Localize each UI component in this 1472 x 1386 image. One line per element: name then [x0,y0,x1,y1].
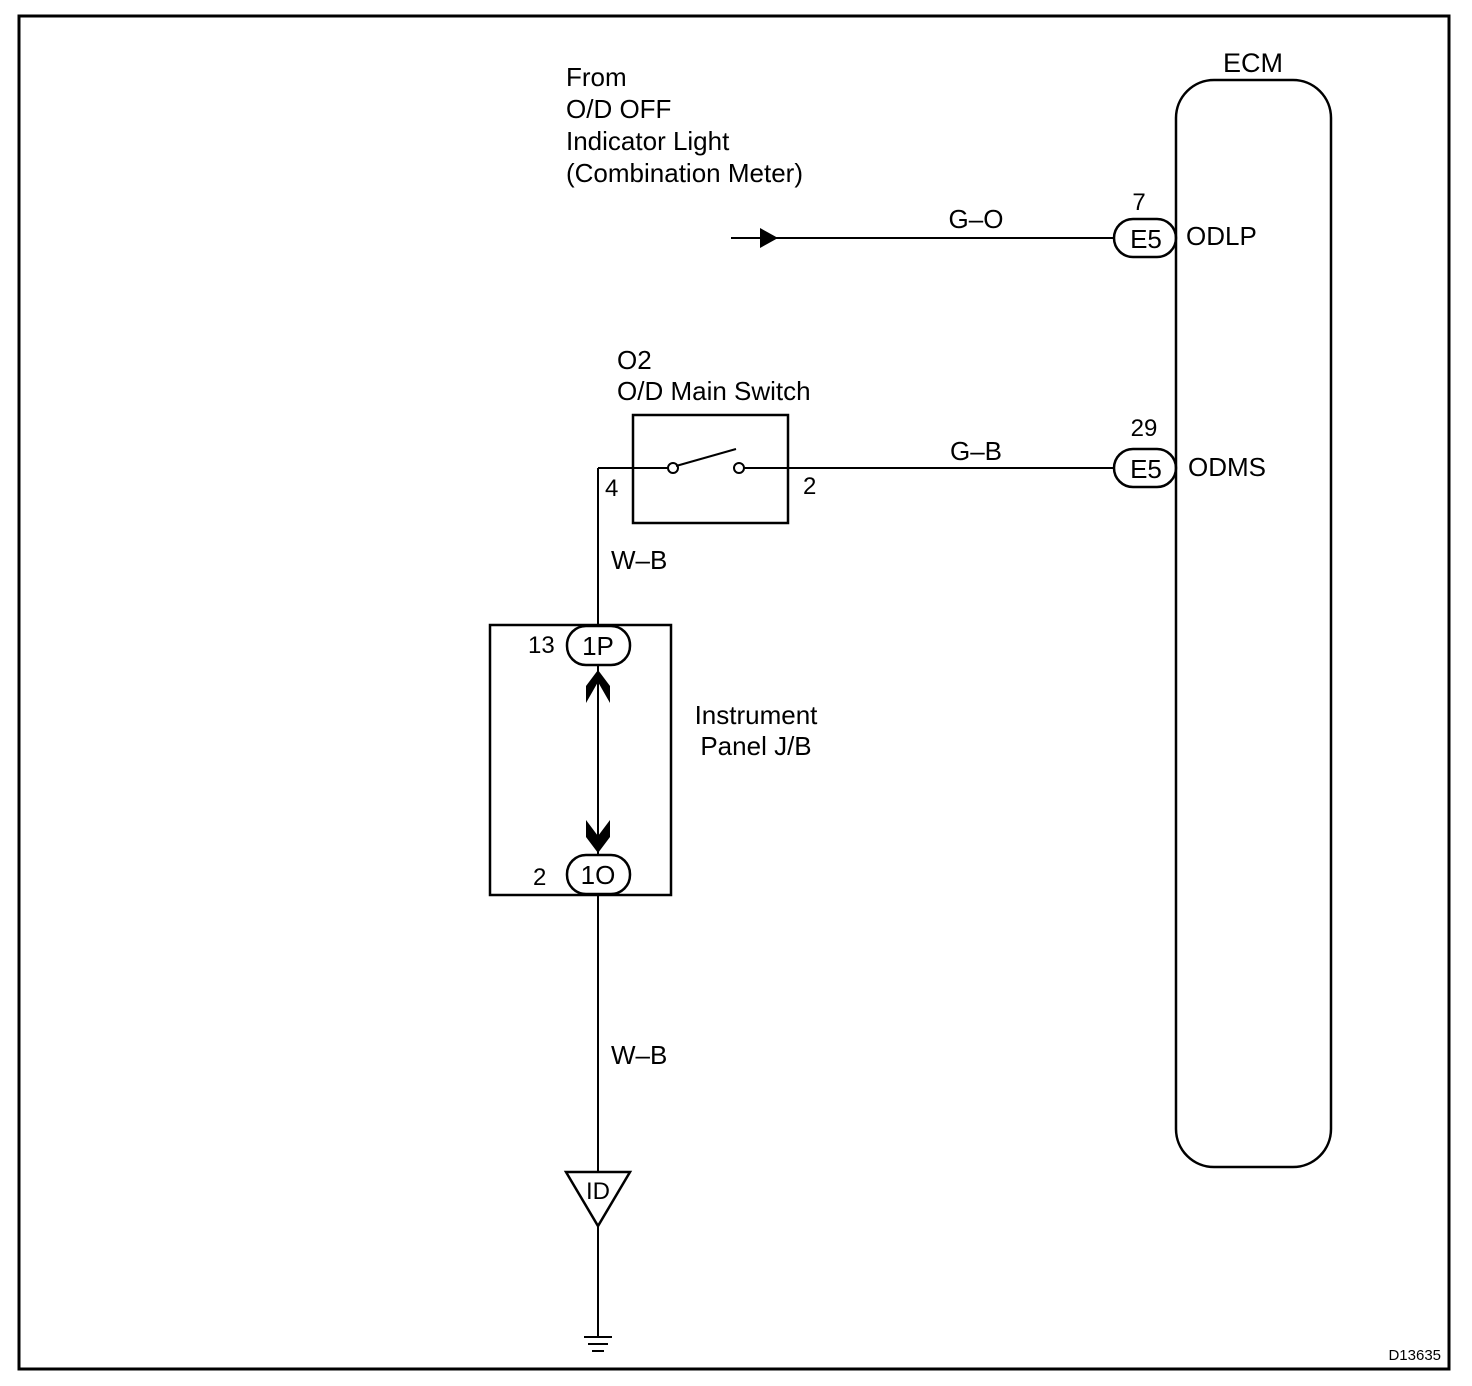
source-line-4: (Combination Meter) [566,158,803,188]
junction-box-label-line2: Panel J/B [700,731,811,761]
source-line-2: O/D OFF [566,94,671,124]
junction-box [488,623,673,897]
pin-number-7: 7 [1132,189,1145,216]
connector-e5-pin29 [1112,447,1178,489]
chevron-up-icon [586,670,610,703]
junction-box-label-line1: Instrument [695,700,819,730]
connector-e5-pin29-label: E5 [1130,454,1162,484]
connector-1p-label: 1P [582,631,614,661]
switch-contact-right [733,462,745,474]
wire-wb-upper-label: W–B [611,545,667,575]
connector-e5-pin7-label: E5 [1130,224,1162,254]
wire-arrow-icon [760,228,778,248]
ground-point-label: ID [586,1178,610,1205]
source-line-3: Indicator Light [566,126,730,156]
wire-wb-lower-label: W–B [611,1040,667,1070]
switch-terminal-4: 4 [605,475,618,502]
terminal-odms: ODMS [1188,452,1266,482]
wire-gb-label: G–B [950,436,1002,466]
connector-e5-pin7 [1112,217,1178,259]
figure-code: D13635 [1388,1347,1441,1364]
earth-ground-icon [584,1336,612,1352]
pin-number-29: 29 [1131,415,1158,442]
ecm-box [1174,78,1333,1169]
pin-number-2: 2 [533,864,546,891]
switch-blade [675,448,737,467]
switch-id: O2 [617,345,652,375]
diagram-frame [17,14,1451,1371]
source-line-1: From [566,62,627,92]
terminal-odlp: ODLP [1186,221,1257,251]
connector-1o-label: 1O [581,860,616,890]
wire-go-label: G–O [949,204,1004,234]
switch-contact-left [667,462,679,474]
chevron-down-icon [586,820,610,853]
ground-point-icon [563,1170,633,1229]
switch-name: O/D Main Switch [617,376,811,406]
pin-number-13: 13 [528,632,555,659]
switch-terminal-2: 2 [803,473,816,500]
ecm-label: ECM [1223,48,1283,78]
connector-1o [565,853,632,896]
